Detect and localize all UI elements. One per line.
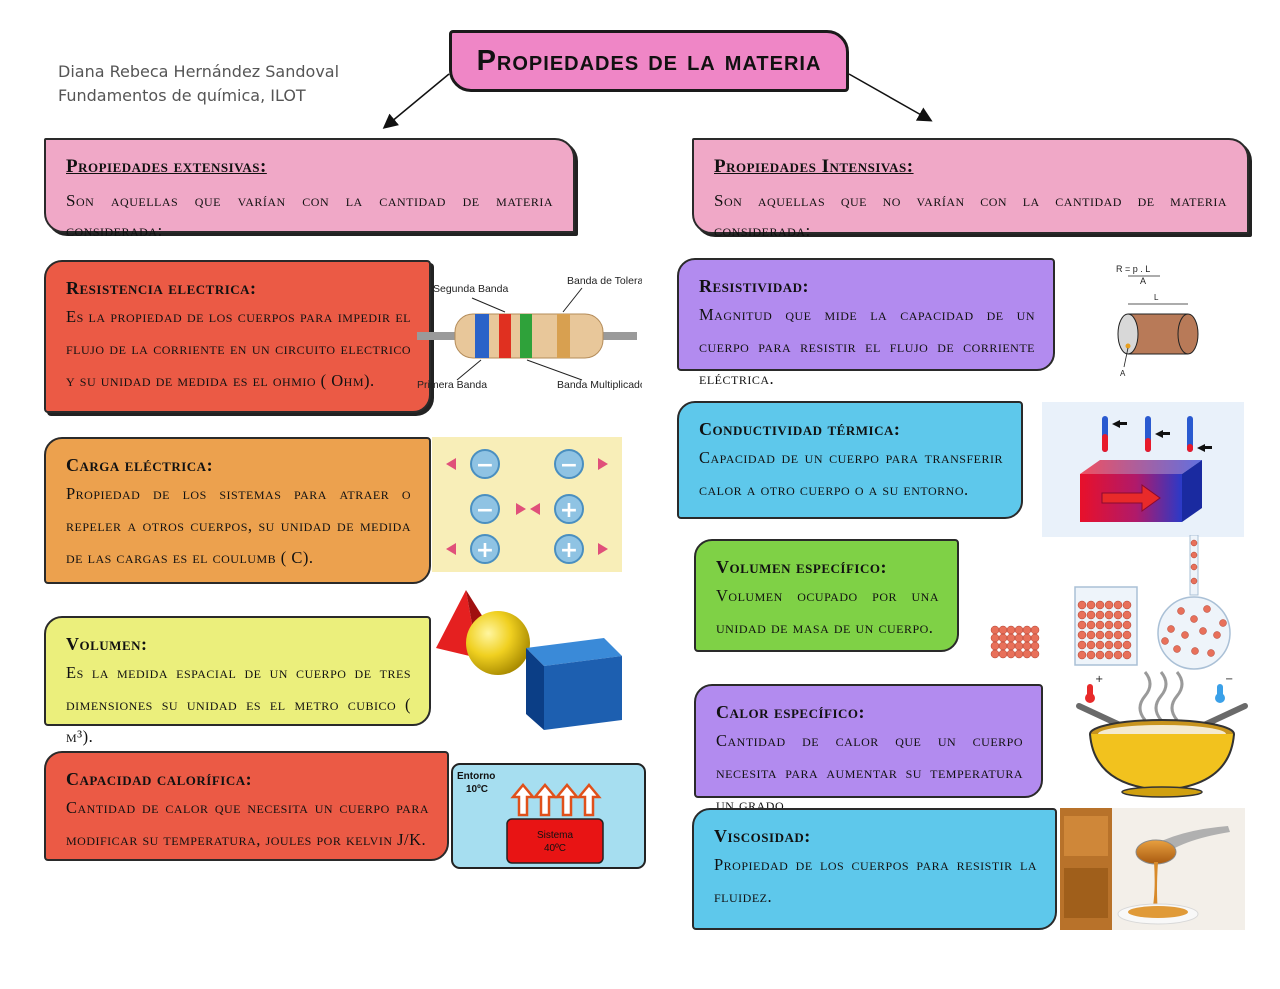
environment-temp: 10ºC [466, 784, 488, 795]
system-temp: 40ºC [544, 843, 566, 854]
card-capacidad-calorifica: Capacidad calorífica: Cantidad de calor … [44, 751, 449, 861]
charge-minus: − [476, 498, 494, 523]
card-title: Conductividad térmica: [699, 419, 901, 439]
card-text: Es la medida espacial de un cuerpo de tr… [66, 663, 411, 746]
formula-top: R = p . L [1116, 264, 1150, 274]
author-info: Diana Rebeca Hernández Sandoval Fundamen… [58, 60, 339, 108]
author-course: Fundamentos de química, ILOT [58, 86, 306, 105]
card-resistividad: Resistividad: Magnitud que mide la capac… [677, 258, 1055, 388]
extensive-title: Propiedades extensivas: [66, 156, 267, 177]
extensive-description: Son aquellas que varían con la cantidad … [66, 191, 553, 240]
card-resistencia-electrica: Resistencia electrica: Es la propiedad d… [44, 260, 431, 413]
intensive-header: Propiedades Intensivas: Son aquellas que… [692, 138, 1249, 240]
resistivity-illustration: R = p . L A L A [1116, 264, 1199, 377]
main-title: Propiedades de la materia [449, 30, 849, 92]
card-title: Resistencia electrica: [66, 278, 257, 298]
thermal-conductivity-illustration [1042, 402, 1244, 537]
card-text: Propiedad de los cuerpos para resistir l… [714, 855, 1037, 906]
label-first-band: Primera Banda [417, 379, 487, 391]
label-second-band: Segunda Banda [433, 283, 508, 295]
environment-label: Entorno [457, 771, 495, 782]
charge-minus: − [560, 453, 578, 478]
card-text: Cantidad de calor que necesita un cuerpo… [66, 798, 429, 849]
extensive-header: Propiedades extensivas: Son aquellas que… [44, 138, 575, 240]
card-text: Propiedad de los sistemas para atraer o … [66, 484, 411, 567]
card-title: Capacidad calorífica: [66, 769, 253, 789]
thermometer-minus: − [1225, 674, 1233, 685]
formula-bottom: A [1140, 276, 1146, 286]
specific-heat-illustration: + − [1076, 671, 1248, 798]
intensive-description: Son aquellas que no varían con la cantid… [714, 191, 1227, 240]
card-calor-especifico: Calor específico: Cantidad de calor que … [694, 684, 1043, 814]
card-text: Cantidad de calor que un cuerpo necesita… [716, 731, 1023, 814]
arrow-to-extensive [382, 73, 450, 129]
card-volumen-especifico: Volumen específico: Volumen ocupado por … [694, 539, 959, 652]
system-label: Sistema [537, 830, 574, 841]
card-title: Carga eléctrica: [66, 455, 214, 475]
card-title: Volumen: [66, 634, 148, 654]
thermometer-plus: + [1095, 674, 1103, 685]
card-conductividad-termica: Conductividad térmica: Capacidad de un c… [677, 401, 1023, 519]
charge-plus: + [560, 538, 578, 563]
area-label: A [1120, 369, 1126, 377]
intensive-title: Propiedades Intensivas: [714, 156, 914, 177]
charge-plus: + [560, 498, 578, 523]
arrow-to-intensive [848, 73, 933, 122]
charges-illustration: − − − + + + [432, 437, 622, 572]
charge-minus: − [476, 453, 494, 478]
card-volumen: Volumen: Es la medida espacial de un cue… [44, 616, 431, 746]
label-multiplier: Banda Multiplicadora [557, 379, 642, 391]
card-title: Resistividad: [699, 276, 810, 296]
volume-shapes-illustration [436, 590, 622, 730]
card-text: Capacidad de un cuerpo para transferir c… [699, 448, 1003, 499]
card-title: Calor específico: [716, 702, 866, 722]
label-tolerance: Banda de Tolerancia [567, 275, 642, 287]
viscosity-illustration [1060, 808, 1245, 930]
card-text: Volumen ocupado por una unidad de masa d… [716, 586, 939, 637]
specific-volume-illustration [990, 535, 1231, 670]
card-viscosidad: Viscosidad: Propiedad de los cuerpos par… [692, 808, 1057, 930]
heat-capacity-illustration: Entorno 10ºC Sistema 40ºC [451, 763, 646, 869]
charge-plus: + [476, 538, 494, 563]
length-label: L [1154, 293, 1159, 302]
resistor-illustration: Segunda Banda Banda de Tolerancia Primer… [417, 275, 642, 391]
author-name: Diana Rebeca Hernández Sandoval [58, 62, 340, 81]
card-text: Magnitud que mide la capacidad de un cue… [699, 305, 1035, 388]
card-title: Viscosidad: [714, 826, 811, 846]
card-text: Es la propiedad de los cuerpos para impe… [66, 307, 411, 390]
card-title: Volumen específico: [716, 557, 887, 577]
card-carga-electrica: Carga eléctrica: Propiedad de los sistem… [44, 437, 431, 584]
